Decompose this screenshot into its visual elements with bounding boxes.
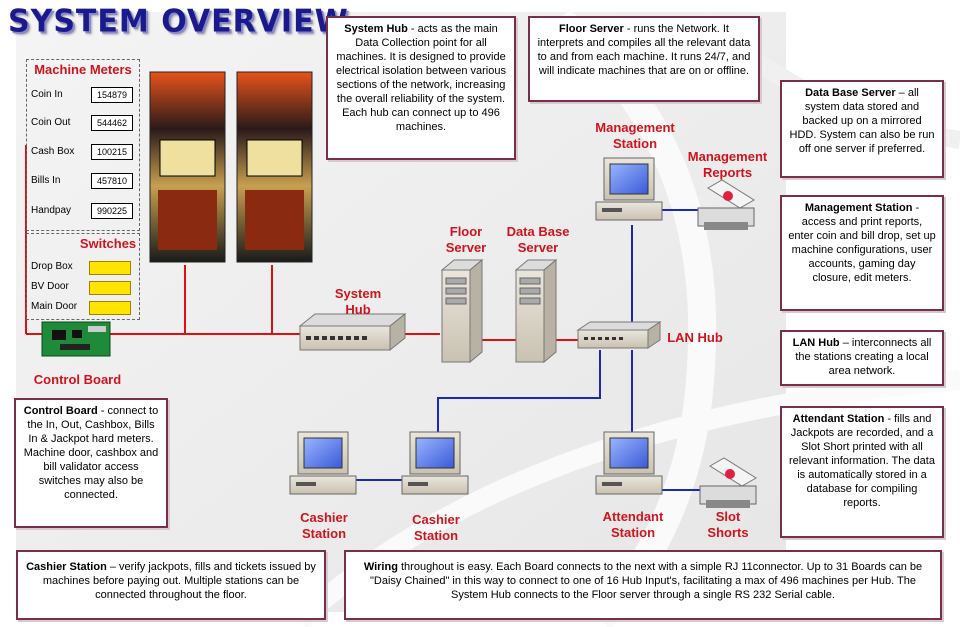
description-text: – all system data stored and backed up o… [789,87,935,155]
meter-label: Handpay [31,205,72,216]
description-heading: Data Base Server [805,87,896,99]
blue-wiring [340,209,702,491]
database-server-label: Data Base Server [506,224,570,255]
cashier-station-2-label: Cashier Station [412,512,460,543]
attendant-station-description: Attendant Station - fills and Jackpots a… [780,406,944,538]
description-text: throughout is easy. Each Board connects … [370,561,923,601]
cashier-station-1-graphic [289,431,357,495]
system-hub-label: System Hub [334,286,382,317]
description-heading: LAN Hub [792,337,840,349]
description-heading: Control Board [23,405,98,417]
meter-value: 154879 [91,87,133,103]
description-heading: Floor Server [559,23,624,35]
management-station-description: Management Station - access and print re… [780,195,944,311]
cashier-station-description: Cashier Station – verify jackpots, fills… [16,550,326,620]
background-swoosh [551,9,717,627]
control-board-description: Control Board - connect to the In, Out, … [14,398,168,528]
switches-heading: Switches [79,236,137,251]
slot-machine-1 [149,71,226,263]
meter-label: Bills In [31,175,61,186]
slot-shorts-printer-graphic [699,457,757,508]
description-heading: Wiring [363,561,398,573]
system-hub-description: System Hub - acts as the main Data Colle… [326,16,516,160]
machine-meters-panel: Machine Meters Coin In 154879 Coin Out 5… [26,59,140,231]
description-heading: Cashier Station [26,561,107,573]
database-server-graphic [514,258,558,364]
meter-label: Coin In [31,89,63,100]
management-reports-label: Management Reports [687,149,768,180]
description-text: - runs the Network. It interprets and co… [537,23,751,77]
switches-panel: Switches Drop Box BV Door Main Door [26,233,140,320]
description-text: - connect to the In, Out, Cashbox, Bills… [23,405,159,501]
slot-shorts-label: Slot Shorts [707,509,749,540]
page-title: SYSTEM OVERVIEW [8,3,349,40]
floor-server-description: Floor Server - runs the Network. It inte… [528,16,760,102]
description-text: - access and print reports, enter coin a… [788,202,936,284]
wiring-description: Wiring throughout is easy. Each Board co… [344,550,942,620]
switch-label: BV Door [31,281,69,292]
meter-label: Coin Out [31,117,71,128]
switch-label: Main Door [31,301,78,312]
lan-hub-label: LAN Hub [667,330,723,345]
system-hub-graphic [298,312,407,352]
description-text: - acts as the main Data Collection point… [336,23,506,133]
control-board-graphic [41,321,111,357]
description-text: - fills and Jackpots are recorded, and a… [789,413,935,509]
management-printer-graphic [697,179,755,230]
description-text: – interconnects all the stations creatin… [795,337,932,377]
floor-server-graphic [440,258,484,364]
control-board-label: Control Board [33,372,122,387]
cashier-station-2-graphic [401,431,469,495]
switch-indicator [89,301,131,315]
attendant-station-graphic [595,431,663,495]
description-heading: System Hub [344,23,408,35]
lan-hub-graphic [576,321,662,349]
switch-indicator [89,281,131,295]
meter-label: Cash Box [31,146,75,157]
meter-value: 457810 [91,173,133,189]
management-station-label: Management Station [595,120,675,151]
meter-value: 544462 [91,115,133,131]
machine-meters-heading: Machine Meters [34,62,132,77]
switch-label: Drop Box [31,261,73,272]
cashier-station-1-label: Cashier Station [300,510,348,541]
meter-value: 990225 [91,203,133,219]
description-heading: Attendant Station [792,413,885,425]
slot-machine-2 [236,71,313,263]
lan-hub-description: LAN Hub – interconnects all the stations… [780,330,944,386]
meter-value: 100215 [91,144,133,160]
wire-lan-cashier [437,350,601,440]
database-server-description: Data Base Server – all system data store… [780,80,944,178]
description-heading: Management Station [804,202,913,214]
attendant-station-label: Attendant Station [602,509,664,540]
floor-server-label: Floor Server [445,224,487,255]
management-station-graphic [595,157,663,221]
description-text: – verify jackpots, fills and tickets iss… [42,561,316,601]
switch-indicator [89,261,131,275]
